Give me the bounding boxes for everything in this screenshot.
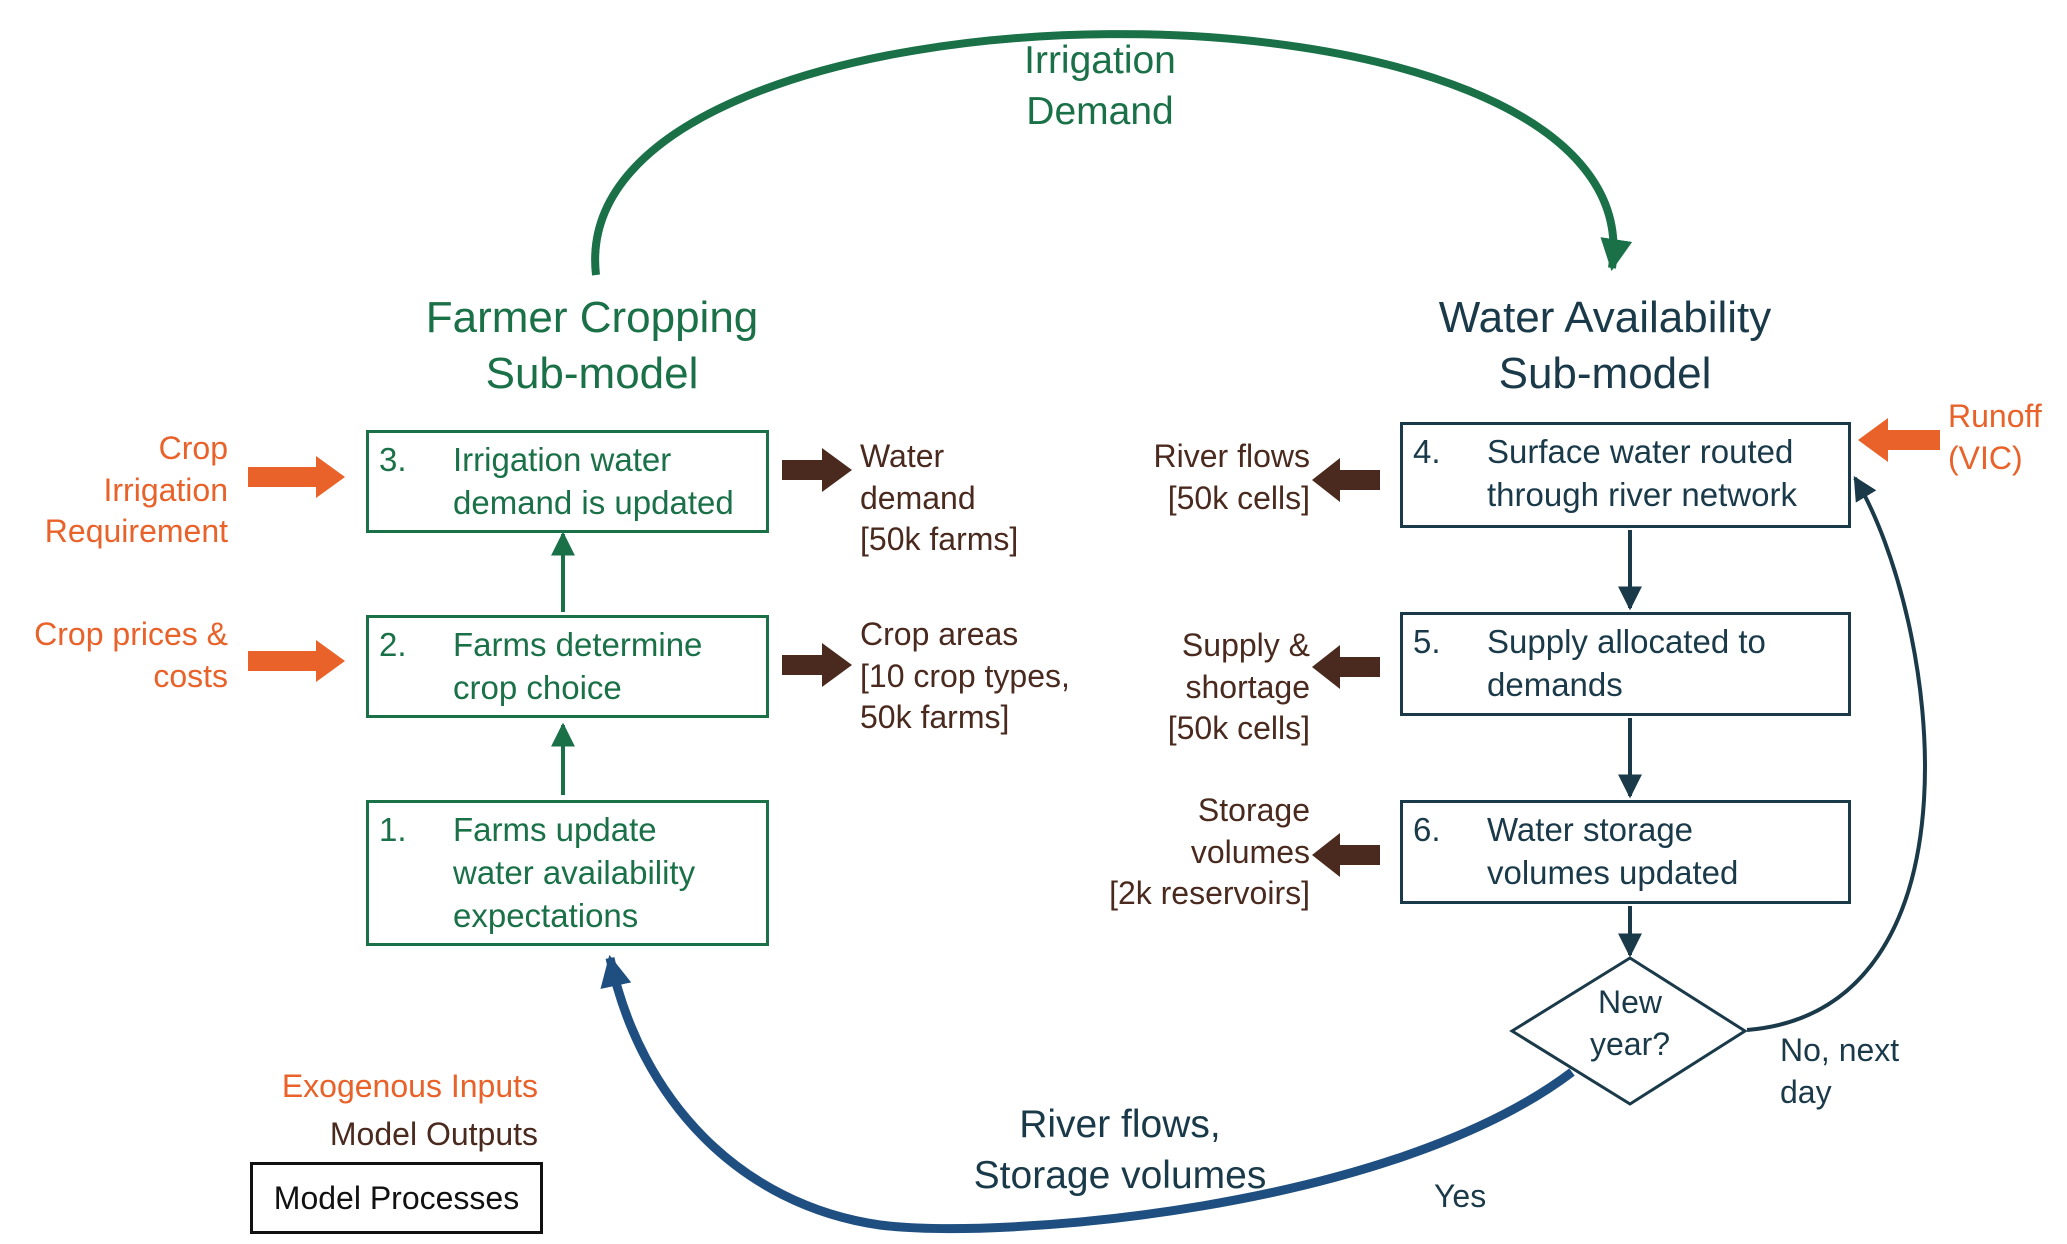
step-text: Water storage volumes updated xyxy=(1487,811,1739,891)
output-arrow-crop-areas xyxy=(782,643,852,687)
legend-model-processes: Model Processes xyxy=(250,1162,543,1234)
process-step-1: 1. Farms update water availability expec… xyxy=(366,800,769,946)
process-step-2: 2. Farms determine crop choice xyxy=(366,615,769,718)
output-arrow-supply-shortage xyxy=(1312,645,1380,689)
output-crop-areas: Crop areas [10 crop types, 50k farms] xyxy=(860,616,1070,736)
process-step-6: 6. Water storage volumes updated xyxy=(1400,800,1851,904)
step-text: Supply allocated to demands xyxy=(1487,623,1766,703)
output-river-flows: River flows [50k cells] xyxy=(1153,438,1310,516)
input-crop-irrigation: Crop Irrigation Requirement xyxy=(44,430,228,550)
step-number: 5. xyxy=(1413,623,1441,660)
process-step-5: 5. Supply allocated to demands xyxy=(1400,612,1851,716)
legend-model-outputs: Model Outputs xyxy=(329,1116,538,1152)
decision-yes-label: Yes xyxy=(1434,1178,1487,1214)
output-water-demand: Water demand [50k farms] xyxy=(860,438,1019,558)
output-arrow-river-flows xyxy=(1312,458,1380,502)
step-number: 2. xyxy=(379,626,407,663)
output-arrow-water-demand xyxy=(782,448,852,492)
input-crop-prices: Crop prices & costs xyxy=(34,616,228,694)
decision-no-label: No, next day xyxy=(1780,1032,1900,1110)
output-supply-shortage: Supply & shortage [50k cells] xyxy=(1167,627,1310,747)
step-text: Irrigation water demand is updated xyxy=(453,441,734,521)
step-number: 3. xyxy=(379,441,407,478)
irrigation-demand-arc xyxy=(591,30,1633,276)
step-number: 1. xyxy=(379,811,407,848)
input-arrow-crop-prices xyxy=(248,640,345,682)
output-storage-volumes: Storage volumes [2k reservoirs] xyxy=(1109,792,1310,912)
irrigation-demand-label: Irrigation Demand xyxy=(1024,39,1176,133)
input-arrow-runoff xyxy=(1858,418,1940,462)
river-flows-storage-label: River flows, Storage volumes xyxy=(973,1103,1267,1197)
process-step-3: 3. Irrigation water demand is updated xyxy=(366,430,769,533)
step-text: Farms determine crop choice xyxy=(453,626,703,706)
step-text: Farms update water availability expectat… xyxy=(453,811,696,934)
input-arrow-crop-irrigation xyxy=(248,456,345,498)
step-number: 4. xyxy=(1413,433,1441,470)
legend-exogenous-inputs: Exogenous Inputs xyxy=(281,1068,538,1104)
new-year-decision-diamond xyxy=(1509,956,1748,1106)
output-arrow-storage-volumes xyxy=(1312,833,1380,877)
river-flows-storage-arc xyxy=(600,954,1575,1233)
process-step-4: 4. Surface water routed through river ne… xyxy=(1400,422,1851,528)
decision-text: New year? xyxy=(1589,984,1671,1062)
step-text: Surface water routed through river netwo… xyxy=(1487,433,1797,513)
step-number: 6. xyxy=(1413,811,1441,848)
water-submodel-title: Water Availability Sub-model xyxy=(1438,293,1772,399)
input-runoff: Runoff (VIC) xyxy=(1948,398,2042,476)
farmer-submodel-title: Farmer Cropping Sub-model xyxy=(425,293,759,399)
next-day-loop-arrow xyxy=(1746,475,1927,1032)
